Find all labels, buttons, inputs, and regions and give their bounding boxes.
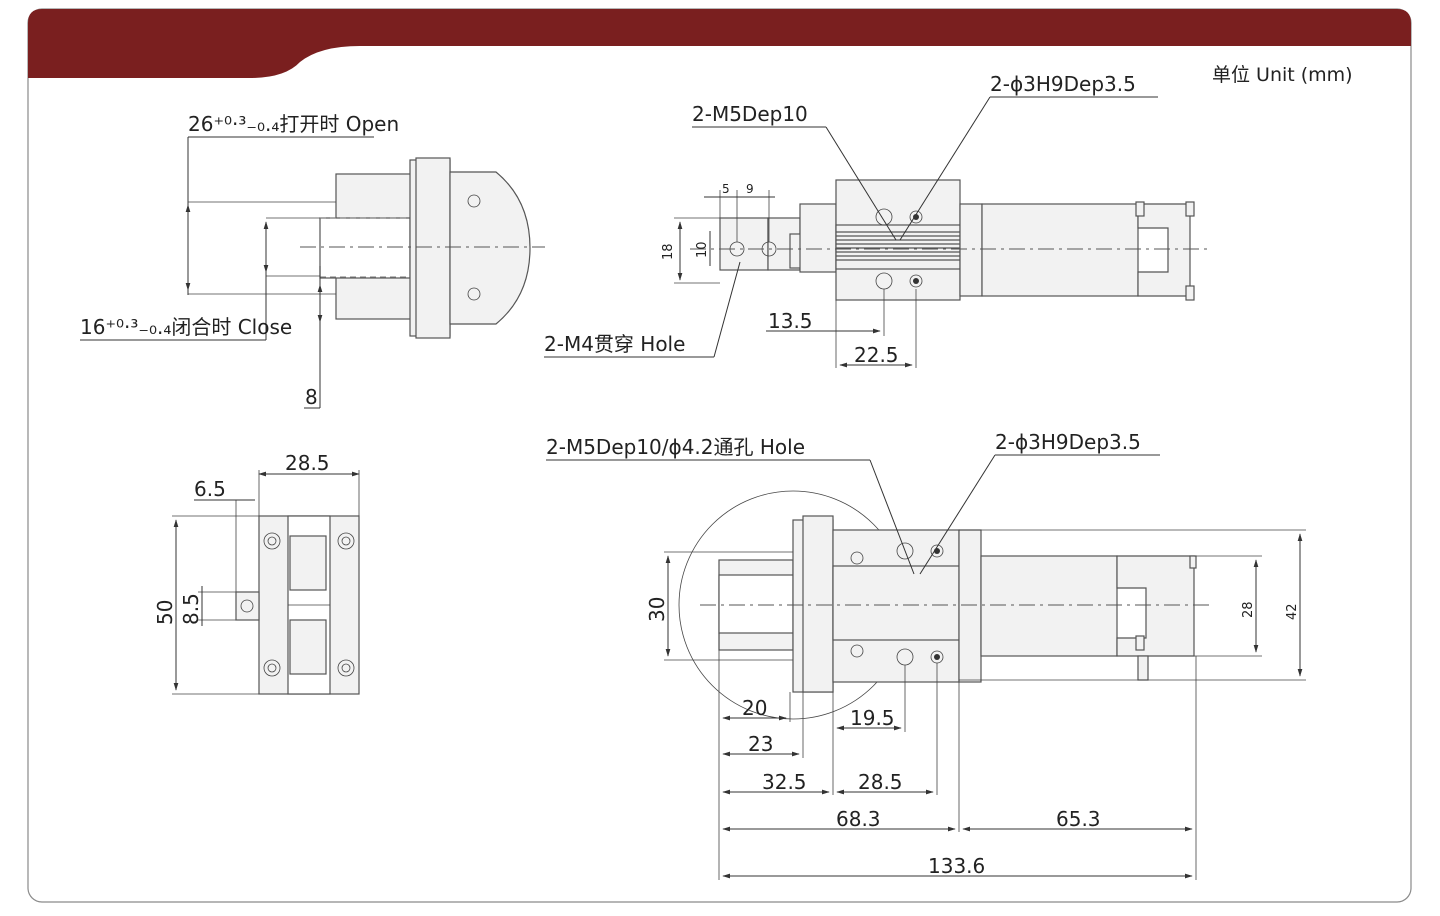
dim-22-5: 22.5: [854, 343, 899, 367]
close-stroke-label: 16⁺⁰·³₋₀.₄闭合时 Close: [80, 315, 292, 339]
dim-8: 8: [305, 385, 318, 409]
callout-phi3: 2-ϕ3H9Dep3.5: [990, 72, 1136, 96]
dim-28: 28: [1241, 601, 1256, 618]
dim-10: 10: [695, 241, 710, 258]
dim-68-3: 68.3: [836, 807, 881, 831]
dim-32-5: 32.5: [762, 770, 807, 794]
view-side: 28.5 6.5 50 8.5: [153, 451, 360, 695]
dim-50: 50: [153, 600, 177, 625]
dim-30: 30: [645, 597, 669, 622]
dim-8-5: 8.5: [179, 593, 203, 625]
callout-m4: 2-M4贯穿 Hole: [544, 332, 685, 356]
view-gripper-front: 26⁺⁰·³₋₀.₄打开时 Open 16⁺⁰·³₋₀.₄闭合时 Close 8: [80, 112, 545, 409]
unit-label: 单位 Unit (mm): [1212, 64, 1353, 86]
callout-phi3-main: 2-ϕ3H9Dep3.5: [995, 430, 1141, 454]
open-stroke-label: 26⁺⁰·³₋₀.₄打开时 Open: [188, 112, 399, 136]
dim-5: 5: [722, 182, 730, 196]
dim-19-5: 19.5: [850, 706, 895, 730]
dim-28-5: 28.5: [285, 451, 330, 475]
dim-13-5: 13.5: [768, 309, 813, 333]
dim-23: 23: [748, 732, 773, 756]
view-main: 2-M5Dep10/ϕ4.2通孔 Hole 2-ϕ3H9Dep3.5 30 28…: [546, 430, 1306, 880]
callout-m5-main: 2-M5Dep10/ϕ4.2通孔 Hole: [546, 435, 805, 459]
dim-9: 9: [746, 182, 754, 196]
dim-133-6: 133.6: [928, 854, 985, 878]
dim-28-5-main: 28.5: [858, 770, 903, 794]
dim-18: 18: [661, 243, 676, 260]
header-band: [28, 9, 1411, 78]
dim-42: 42: [1285, 603, 1300, 620]
view-top: 2-M5Dep10 2-ϕ3H9Dep3.5 2-M4贯穿 Hole 5 9 1…: [544, 72, 1210, 368]
callout-m5: 2-M5Dep10: [692, 102, 808, 126]
dim-6-5: 6.5: [194, 477, 226, 501]
dim-20: 20: [742, 696, 767, 720]
dim-65-3: 65.3: [1056, 807, 1101, 831]
